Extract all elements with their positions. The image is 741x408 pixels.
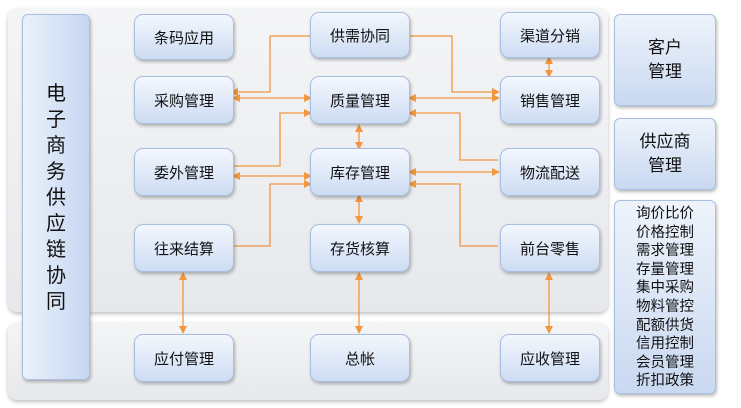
retail-module[interactable]: 前台零售 [500, 224, 600, 272]
inventory-module[interactable]: 库存管理 [310, 148, 410, 196]
settlement-module[interactable]: 往来结算 [134, 224, 234, 272]
feature-item: 信用控制 [636, 336, 694, 353]
feature-item: 询价比价 [636, 206, 694, 222]
receivable-module[interactable]: 应收管理 [500, 334, 600, 382]
arrow-outsource-quality [234, 109, 312, 167]
feature-item: 集中采购 [636, 280, 694, 297]
feature-item: 会员管理 [636, 354, 694, 371]
customer-management-label: 客户管理 [648, 38, 682, 82]
arrow-supply-to-sales [410, 35, 500, 96]
logistics-module[interactable]: 物流配送 [500, 148, 600, 196]
supply-demand-module[interactable]: 供需协同 [310, 12, 410, 58]
ecommerce-supply-chain-label: 电子商务 供应链协同 [22, 14, 90, 380]
customer-management-box[interactable]: 客户管理 [614, 14, 716, 106]
barcode-module[interactable]: 条码应用 [134, 14, 234, 60]
purchase-module[interactable]: 采购管理 [134, 76, 234, 124]
sales-module[interactable]: 销售管理 [500, 76, 600, 124]
feature-list-box: 询价比价 价格控制 需求管理 存量管理 集中采购 物料管控 配额供货 信用控制 … [614, 200, 716, 394]
outsource-module[interactable]: 委外管理 [134, 148, 234, 196]
left-column-text: 电子商务 供应链协同 [46, 81, 66, 313]
arrow-settlement-inventory [234, 180, 312, 247]
arrow-logistics-quality [408, 109, 498, 161]
arrow-retail-inventory [408, 180, 498, 247]
channel-distribution-module[interactable]: 渠道分销 [500, 12, 600, 58]
ledger-module[interactable]: 总帐 [310, 334, 410, 382]
feature-item: 配额供货 [636, 317, 694, 334]
feature-item: 折扣政策 [636, 373, 694, 390]
arrow-supply-to-purchase [230, 35, 310, 96]
feature-item: 物料管控 [636, 298, 694, 315]
feature-item: 价格控制 [636, 224, 694, 241]
stock-accounting-module[interactable]: 存货核算 [310, 224, 410, 272]
quality-module[interactable]: 质量管理 [310, 76, 410, 124]
feature-item: 需求管理 [636, 243, 694, 260]
supplier-management-label: 供应商管理 [639, 132, 691, 176]
feature-item: 存量管理 [636, 261, 694, 278]
supplier-management-box[interactable]: 供应商管理 [614, 118, 716, 190]
payable-module[interactable]: 应付管理 [134, 334, 234, 382]
